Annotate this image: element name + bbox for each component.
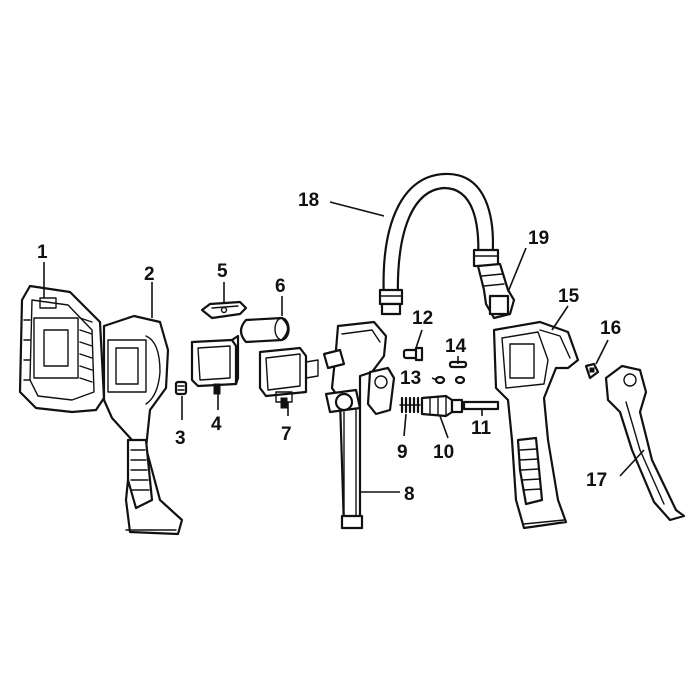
callout-12: 12 — [412, 308, 433, 329]
callout-10: 10 — [433, 442, 454, 463]
part-13-o-rings — [434, 375, 466, 385]
callout-9: 9 — [397, 442, 408, 463]
callout-5: 5 — [217, 261, 228, 282]
part-10-valve-stem — [420, 394, 464, 418]
part-4-bracket — [190, 334, 240, 395]
part-2-front-handle — [102, 314, 184, 536]
part-5-clip — [200, 300, 248, 320]
callout-14: 14 — [445, 336, 467, 357]
callout-17: 17 — [586, 470, 607, 491]
callout-7: 7 — [281, 424, 292, 445]
callout-19: 19 — [528, 228, 549, 249]
callout-8: 8 — [404, 484, 415, 505]
part-15-rear-handle — [492, 320, 580, 530]
part-1-housing-cover — [18, 284, 106, 414]
callout-15: 15 — [558, 286, 580, 307]
callout-18: 18 — [298, 190, 319, 211]
part-8-valve-body — [322, 320, 396, 530]
callout-1: 1 — [37, 242, 48, 263]
leader-lines — [43, 201, 645, 493]
part-12-bolt — [402, 346, 424, 362]
part-16-screw — [584, 362, 600, 380]
callout-16: 16 — [600, 318, 621, 339]
part-3-screw — [174, 380, 188, 396]
callout-6: 6 — [275, 276, 286, 297]
part-19-swivel-fitting — [476, 262, 516, 320]
callout-3: 3 — [175, 428, 186, 449]
part-9-spring — [399, 396, 421, 414]
callout-2: 2 — [144, 264, 155, 285]
part-7-module — [258, 346, 319, 409]
callout-13: 13 — [400, 368, 421, 389]
part-18-hose — [378, 172, 500, 316]
callout-11: 11 — [471, 418, 492, 439]
part-17-trigger-lever — [604, 364, 686, 522]
part-6-cylinder — [239, 316, 290, 344]
callout-4: 4 — [211, 414, 222, 435]
callout-numbers: 1 2 3 4 5 6 7 8 9 10 11 12 13 14 15 16 1… — [37, 190, 621, 505]
part-11-pin — [462, 400, 500, 411]
